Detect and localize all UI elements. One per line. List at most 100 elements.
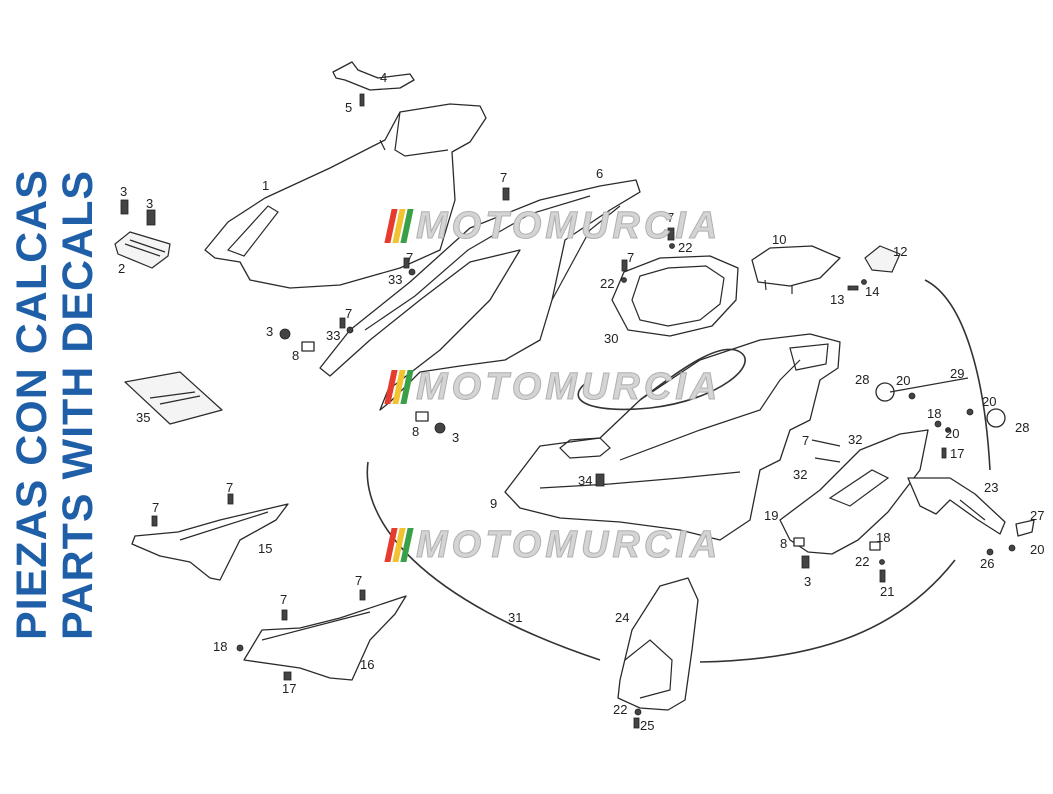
callout-c3d: 3 (452, 430, 459, 445)
callout-c14: 14 (865, 284, 879, 299)
part-screw-25 (633, 717, 640, 729)
part-washer-22a (669, 243, 675, 249)
part-screw-3e (801, 555, 810, 569)
callout-c6: 6 (596, 166, 603, 181)
part-screw-7f (151, 515, 158, 527)
callout-c33b: 33 (326, 328, 340, 343)
part-lock-12 (864, 245, 901, 273)
watermark-2: MOTOMURCIA (384, 365, 722, 408)
callout-c31: 31 (508, 610, 522, 625)
callout-c17b: 17 (950, 446, 964, 461)
callout-c7b: 7 (667, 210, 674, 225)
part-compartment-lid (611, 255, 739, 337)
callout-c7h: 7 (280, 592, 287, 607)
part-screw-7i (359, 589, 366, 601)
callout-c24: 24 (615, 610, 629, 625)
callout-c8a: 8 (292, 348, 299, 363)
part-screw-21 (879, 569, 886, 583)
part-plate-27 (1015, 519, 1035, 537)
callout-c22c: 22 (855, 554, 869, 569)
callout-labels: 1233333456777777777788891012131415161717… (118, 70, 1044, 733)
callout-c7j: 7 (802, 433, 809, 448)
part-washer-22c (879, 559, 885, 565)
part-washer-22b (621, 277, 627, 283)
part-grab-handle (332, 61, 415, 91)
callout-c28a: 28 (855, 372, 869, 387)
part-screw-7g (227, 493, 234, 505)
callout-c7e: 7 (345, 306, 352, 321)
part-screw-5 (359, 93, 365, 107)
callout-c16: 16 (360, 657, 374, 672)
part-washer-33a (408, 268, 416, 276)
part-screw-34 (595, 473, 605, 487)
watermark-text: MOTOMURCIA (415, 365, 722, 408)
part-screw-7d (403, 257, 410, 269)
part-tail-panel-19 (779, 429, 929, 555)
callout-c7g: 7 (226, 480, 233, 495)
part-nut-26 (986, 548, 994, 556)
callout-c10: 10 (772, 232, 786, 247)
watermark-text: MOTOMURCIA (415, 523, 722, 566)
part-screw-13 (847, 285, 859, 291)
part-screw-3b (146, 209, 156, 226)
callout-c32b: 32 (793, 467, 807, 482)
watermark-text: MOTOMURCIA (415, 204, 722, 247)
callout-c22b: 22 (600, 276, 614, 291)
callout-c34: 34 (578, 473, 592, 488)
callout-c29: 29 (950, 366, 964, 381)
callout-c17a: 17 (282, 681, 296, 696)
callout-c7f: 7 (152, 500, 159, 515)
part-washer-20c (1008, 544, 1016, 552)
callout-c8c: 8 (780, 536, 787, 551)
part-underseat-body (504, 333, 841, 541)
callout-c21: 21 (880, 584, 894, 599)
part-clip-8a (301, 341, 315, 352)
callout-c32a: 32 (848, 432, 862, 447)
callout-c7d: 7 (406, 250, 413, 265)
part-screw-7a (502, 187, 510, 201)
callout-c18a: 18 (213, 639, 227, 654)
callout-c19: 19 (764, 508, 778, 523)
part-screw-3d (434, 422, 446, 434)
callout-c1: 1 (262, 178, 269, 193)
callout-c3c: 3 (266, 324, 273, 339)
callout-c3b: 3 (146, 196, 153, 211)
callout-c20b: 20 (982, 394, 996, 409)
callout-c28b: 28 (1015, 420, 1029, 435)
callout-c2: 2 (118, 261, 125, 276)
part-clip-8c (793, 537, 805, 547)
callout-c26: 26 (980, 556, 994, 571)
part-side-panel-16 (243, 595, 407, 681)
part-washer-33b (346, 326, 354, 334)
part-rear-body-panel (319, 179, 641, 411)
part-screw-7c (621, 259, 628, 272)
callout-c30: 30 (604, 331, 618, 346)
callout-c9: 9 (490, 496, 497, 511)
part-cap-28a (875, 382, 895, 402)
watermark-flag-icon (384, 370, 414, 404)
watermark-1: MOTOMURCIA (384, 204, 722, 247)
part-decal-sheet (124, 371, 223, 425)
part-washer-20d (945, 427, 951, 433)
callout-c25: 25 (640, 718, 654, 733)
callout-c23: 23 (984, 480, 998, 495)
callout-c7a: 7 (500, 170, 507, 185)
callout-c20c: 20 (945, 426, 959, 441)
part-screw-7b (667, 227, 675, 241)
part-washer-14 (861, 279, 867, 285)
part-screw-3a (120, 199, 129, 215)
part-side-panel-15 (131, 503, 289, 581)
part-front-fender (617, 577, 699, 711)
part-washer-20b (966, 408, 974, 416)
watermark-3: MOTOMURCIA (384, 523, 722, 566)
title-parts-with-decals: PARTS WITH DECALS (54, 169, 102, 640)
callout-c27: 27 (1030, 508, 1044, 523)
callout-c7i: 7 (355, 573, 362, 588)
callout-c5: 5 (345, 100, 352, 115)
callout-c3a: 3 (120, 184, 127, 199)
callout-c12: 12 (893, 244, 907, 259)
part-screw-17a (941, 447, 947, 459)
part-screw-7e (339, 317, 346, 329)
part-cover-10 (751, 245, 841, 287)
